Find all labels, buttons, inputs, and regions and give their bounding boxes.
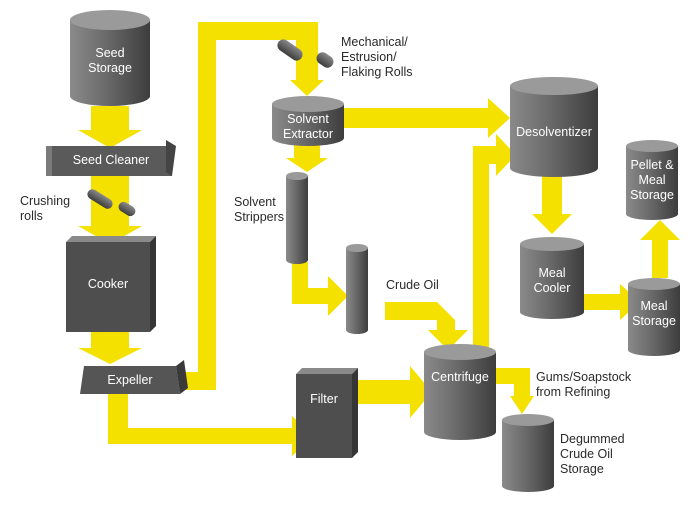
flow-arrowhead [496, 134, 516, 176]
flow-arrowhead [488, 98, 510, 138]
flow-storage-cleaner [91, 106, 129, 134]
filter-label: Filter [310, 392, 338, 406]
seed-storage-label: Seed Storage [88, 46, 132, 75]
flow-expeller-extractor [183, 22, 318, 390]
pellet-meal-storage-label: Pellet & Meal Storage [630, 158, 674, 202]
flow-arrowhead [410, 366, 432, 418]
flow-extractor-strippers [294, 142, 320, 162]
cooker-unit [66, 236, 156, 332]
flow-arrowhead [286, 158, 328, 172]
desolventizer-tank [510, 77, 598, 177]
crude-oil-label: Crude Oil [386, 278, 439, 292]
flow-arrowhead [532, 214, 572, 234]
flaking-rolls-label: Mechanical/ Estrusion/ Flaking Rolls [341, 35, 413, 79]
flow-arrowhead [328, 276, 348, 316]
flow-filter-centrifuge [352, 380, 414, 404]
filter-unit [296, 368, 358, 458]
flow-arrowhead [510, 396, 534, 414]
meal-cooler-tank [520, 237, 584, 319]
flow-strippers-crudeoil [292, 262, 332, 304]
expeller-unit [80, 360, 188, 394]
solvent-extractor-unit [272, 96, 344, 146]
seed-storage-tank [70, 10, 150, 106]
cooker-label: Cooker [87, 277, 129, 291]
flow-extractor-desolventizer [344, 108, 492, 128]
solvent-extractor-label: Solvent Extractor [282, 112, 333, 141]
seed-cleaner-unit [46, 140, 176, 176]
desolventizer-label: Desolventizer [516, 125, 592, 139]
flow-expeller-filter [108, 390, 296, 444]
flow-centrifuge-desolventizer [473, 146, 500, 350]
crushing-rolls-label: Crushing rolls [20, 194, 71, 223]
flow-crudeoil-centrifuge [385, 302, 455, 336]
flow-cooler-storage [584, 294, 624, 310]
solvent-strippers-label: Solvent Strippers [234, 195, 285, 224]
flow-arrowhead [428, 330, 468, 350]
flow-arrowhead [640, 220, 680, 240]
flaking-rolls [277, 39, 334, 68]
flow-paths [78, 22, 680, 456]
crude-oil-tank [346, 244, 368, 334]
flow-arrowhead [78, 348, 142, 364]
gums-soapstock-label: Gums/Soapstock from Refining [536, 370, 632, 399]
flow-centrifuge-degummed [496, 368, 530, 400]
expeller-label: Expeller [107, 373, 153, 387]
seed-cleaner-label: Seed Cleaner [72, 153, 150, 167]
flow-arrowhead [78, 226, 142, 244]
centrifuge-label: Centrifuge [431, 370, 489, 384]
crushing-rolls [87, 189, 136, 217]
meal-storage-label: Meal Storage [632, 299, 676, 328]
flow-desolventizer-cooler [542, 176, 562, 218]
flow-arrowhead [290, 80, 324, 96]
solvent-strippers-column [286, 172, 308, 264]
degummed-storage-tank [502, 414, 554, 492]
pellet-meal-storage-tank [626, 140, 678, 220]
flow-arrowhead [78, 130, 142, 148]
centrifuge-tank [424, 344, 496, 440]
flow-storage-pellet [652, 236, 668, 278]
flow-cooker-expeller [91, 332, 129, 352]
meal-cooler-label: Meal Cooler [533, 266, 571, 295]
degummed-storage-label: Degummed Crude Oil Storage [560, 432, 625, 476]
meal-storage-tank [628, 278, 680, 356]
equipment [46, 10, 680, 492]
